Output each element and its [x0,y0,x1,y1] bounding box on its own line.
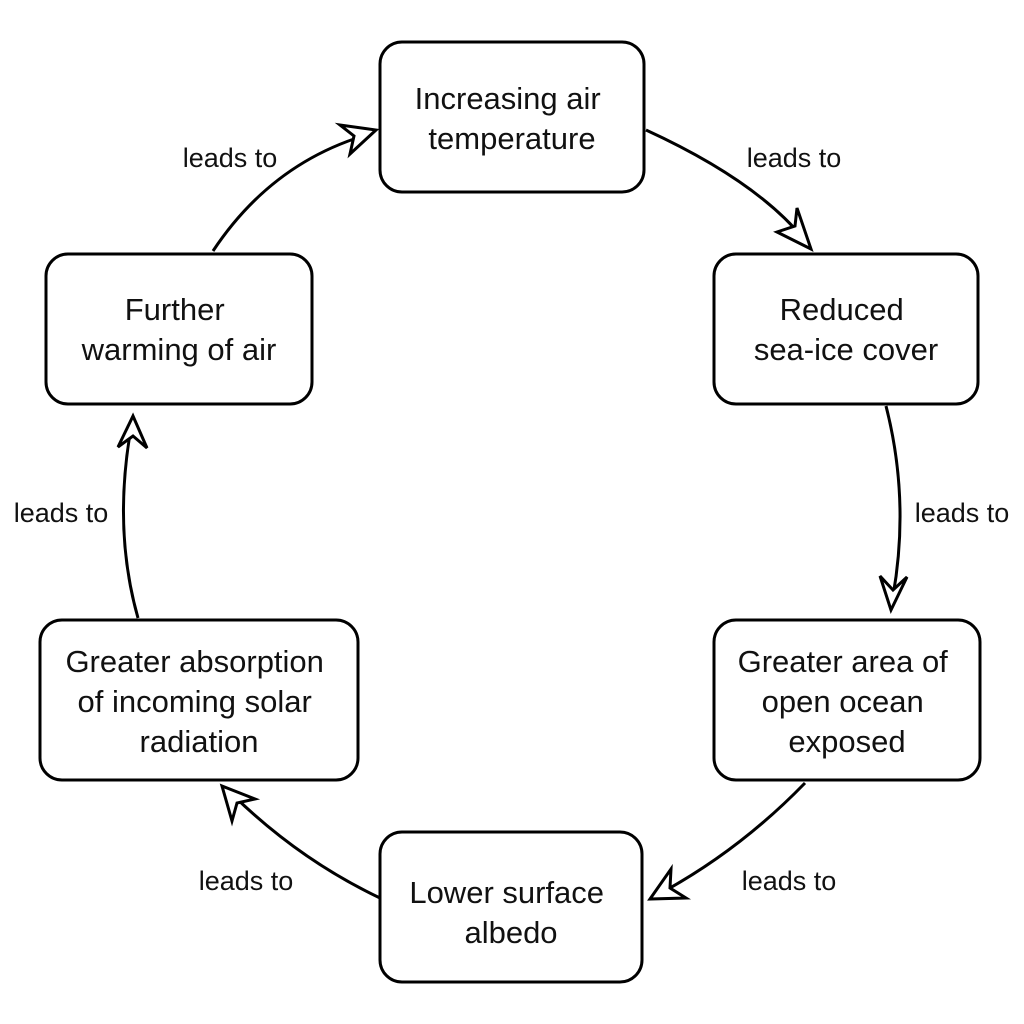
node-line: of incoming solar [78,684,312,719]
node-label: Further warming of air [81,292,277,367]
connector-open-ocean-to-albedo [660,781,807,895]
connector-warming-to-temperature [211,134,364,252]
node-box [378,40,646,194]
connector-absorption-to-warming [121,427,140,619]
edge-label: leads to [14,498,109,528]
arrowhead-to-absorption [219,783,261,827]
connector-temperature-to-sea-ice [645,128,805,239]
node-box [44,252,314,406]
node-line: open ocean [762,684,924,719]
edge-label: leads to [915,498,1010,528]
node-label: Greater area of open ocean exposed [738,644,957,759]
node-line: albedo [464,915,557,950]
node-label: Reduced sea-ice cover [754,292,938,367]
node-lower-surface-albedo: Lower surface albedo [378,830,644,984]
connector-sea-ice-to-open-ocean [884,405,902,597]
node-line: Greater absorption [65,644,323,679]
arrowhead-to-sea-ice [773,207,814,252]
node-line: Further [125,292,225,327]
node-line: Increasing air [415,81,601,116]
node-line: Reduced [780,292,904,327]
node-label: Increasing air temperature [415,81,610,156]
node-further-warming-of-air: Further warming of air [44,252,314,406]
arrowhead-to-temperature [334,122,380,159]
arrowhead-to-open-ocean [878,574,909,615]
node-line: radiation [140,724,259,759]
arrowhead-to-albedo [647,863,692,901]
connector-albedo-to-absorption [232,794,381,900]
arrowhead-to-warming [116,412,149,450]
node-reduced-sea-ice-cover: Reduced sea-ice cover [712,252,980,406]
edge-label: leads to [742,866,837,896]
edge-label: leads to [183,143,278,173]
edge-label: leads to [747,143,842,173]
node-increasing-air-temperature: Increasing air temperature [378,40,646,194]
node-label: Lower surface albedo [409,875,612,950]
node-line: Lower surface [409,875,604,910]
node-line: temperature [428,121,595,156]
node-greater-absorption-solar-radiation: Greater absorption of incoming solar rad… [38,618,360,782]
node-greater-area-open-ocean: Greater area of open ocean exposed [712,618,982,782]
node-line: Greater area of [738,644,949,679]
node-box [378,830,644,984]
node-box [712,252,980,406]
node-line: sea-ice cover [754,332,938,367]
node-line: exposed [788,724,905,759]
node-label: Greater absorption of incoming solar rad… [65,644,332,759]
node-box [712,618,982,782]
node-box [38,618,360,782]
node-line: warming of air [81,332,277,367]
edge-label: leads to [199,866,294,896]
